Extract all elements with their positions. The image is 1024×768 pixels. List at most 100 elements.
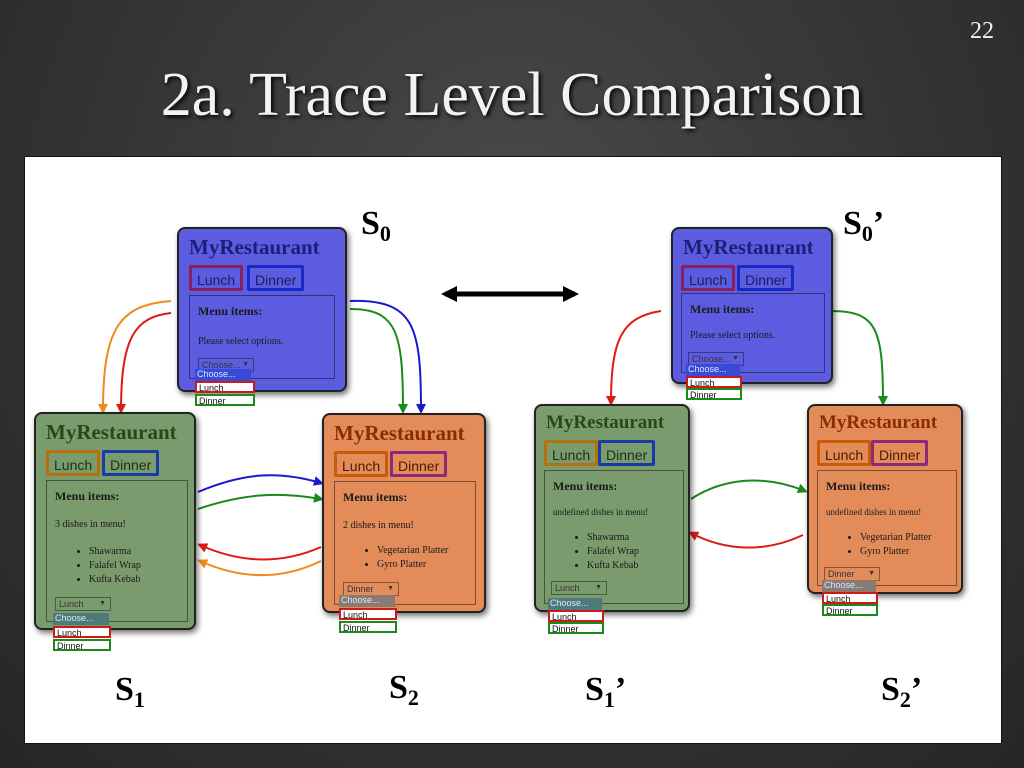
option-choose[interactable]: Choose... [195,369,251,381]
slide-number: 22 [970,18,994,44]
menu-panel: Menu items: undefined dishes in menu! Ve… [817,470,957,586]
option-dinner[interactable]: Dinner [195,394,255,406]
option-choose[interactable]: Choose... [53,613,109,625]
chevron-down-icon: ▼ [99,600,106,607]
option-dinner[interactable]: Dinner [548,622,604,634]
arrow-s0-s2-blue [349,299,426,414]
lunch-button[interactable]: Lunch [681,265,736,291]
chevron-down-icon: ▼ [387,585,394,592]
meal-select[interactable]: Dinner▼ [824,567,880,581]
arrow-s0p-s2p-green [830,310,888,406]
dish-list: Shawarma Falafel Wrap Kufta Kebab [75,545,141,587]
menu-title: Menu items: [826,479,891,493]
state-s0-window: MyRestaurant Lunch Dinner Menu items: Pl… [177,227,347,392]
arrow-s0-s2-green [349,308,408,414]
menu-panel: Menu items: 2 dishes in menu! Vegetarian… [334,481,476,605]
dinner-button[interactable]: Dinner [871,440,929,466]
arrow-s0-s1-orange [98,300,172,414]
diagram-canvas: MyRestaurant Lunch Dinner Menu items: Pl… [24,156,1002,744]
transition-arrows [98,286,888,577]
brand-title: MyRestaurant [189,235,320,259]
state-label-s2: S2 [389,669,419,710]
arrow-s0-s1-red [116,312,172,414]
meal-select[interactable]: Lunch▼ [55,597,111,611]
arrow-s1p-s2p-green [690,479,808,500]
list-item: Vegetarian Platter [860,531,931,545]
state-label-s2p: S2’ [881,671,923,712]
option-lunch[interactable]: Lunch [686,376,742,388]
lunch-button[interactable]: Lunch [334,451,389,477]
option-choose[interactable]: Choose... [686,364,740,376]
menu-status: Please select options. [690,330,776,341]
menu-panel: Menu items: Please select options. Choos… [189,295,335,379]
arrow-s2-s1-red [197,543,322,561]
list-item: Shawarma [89,545,141,559]
menu-title: Menu items: [343,490,408,504]
arrow-s2-s1-orange [197,559,322,577]
slide-title: 2a. Trace Level Comparison [160,61,864,129]
option-lunch[interactable]: Lunch [339,608,397,620]
option-lunch[interactable]: Lunch [548,610,604,622]
option-dinner[interactable]: Dinner [339,621,397,633]
menu-panel: Menu items: undefined dishes in menu! Sh… [544,470,684,604]
state-s1-window: MyRestaurant Lunch Dinner Menu items: 3 … [34,412,196,630]
menu-title: Menu items: [55,489,120,503]
option-lunch[interactable]: Lunch [195,381,255,393]
option-lunch[interactable]: Lunch [53,626,111,638]
brand-title: MyRestaurant [46,420,177,444]
option-lunch[interactable]: Lunch [822,592,878,604]
state-s1p-window: MyRestaurant Lunch Dinner Menu items: un… [534,404,690,612]
menu-status: 3 dishes in menu! [55,519,126,530]
state-label-s0p: S0’ [843,205,885,246]
option-dinner[interactable]: Dinner [686,388,742,400]
arrow-s1-s2-blue [197,474,324,493]
dinner-button[interactable]: Dinner [737,265,795,291]
lunch-button[interactable]: Lunch [46,450,101,476]
arrow-s1-s2-green [197,492,324,510]
menu-panel: Menu items: 3 dishes in menu! Shawarma F… [46,480,188,622]
menu-status: undefined dishes in menu! [553,507,649,517]
option-choose[interactable]: Choose... [822,580,876,592]
dinner-button[interactable]: Dinner [102,450,160,476]
state-label-s0: S0 [361,205,391,246]
chevron-down-icon: ▼ [868,570,875,577]
option-dinner[interactable]: Dinner [822,604,878,616]
lunch-button[interactable]: Lunch [189,265,244,291]
dinner-button[interactable]: Dinner [390,451,448,477]
lunch-button[interactable]: Lunch [817,440,872,466]
meal-select[interactable]: Lunch▼ [551,581,607,595]
brand-title: MyRestaurant [334,421,465,445]
dish-list: Shawarma Falafel Wrap Kufta Kebab [573,531,639,573]
dinner-button[interactable]: Dinner [598,440,656,466]
menu-status: undefined dishes in menu! [826,507,922,517]
list-item: Gyro Platter [377,558,448,572]
chevron-down-icon: ▼ [732,355,739,362]
list-item: Kufta Kebab [89,573,141,587]
list-item: Vegetarian Platter [377,544,448,558]
option-dinner[interactable]: Dinner [53,639,111,651]
arrow-s0p-s1p-red [606,310,662,406]
brand-title: MyRestaurant [683,235,814,259]
menu-title: Menu items: [198,304,263,318]
state-label-s1p: S1’ [585,671,627,712]
dish-list: Vegetarian Platter Gyro Platter [363,544,448,572]
menu-status: Please select options. [198,336,284,347]
state-s2-window: MyRestaurant Lunch Dinner Menu items: 2 … [322,413,486,613]
brand-title: MyRestaurant [819,412,938,433]
lunch-button[interactable]: Lunch [544,440,599,466]
menu-status: 2 dishes in menu! [343,520,414,531]
state-s0p-window: MyRestaurant Lunch Dinner Menu items: Pl… [671,227,833,384]
list-item: Falafel Wrap [89,559,141,573]
state-s2p-window: MyRestaurant Lunch Dinner Menu items: un… [807,404,963,594]
list-item: Gyro Platter [860,545,931,559]
meal-select[interactable]: Dinner▼ [343,582,399,596]
chevron-down-icon: ▼ [242,361,249,368]
list-item: Kufta Kebab [587,559,639,573]
dish-list: Vegetarian Platter Gyro Platter [846,531,931,559]
option-choose[interactable]: Choose... [339,595,395,607]
chevron-down-icon: ▼ [595,584,602,591]
list-item: Shawarma [587,531,639,545]
option-choose[interactable]: Choose... [548,598,602,610]
menu-title: Menu items: [690,302,755,316]
dinner-button[interactable]: Dinner [247,265,305,291]
